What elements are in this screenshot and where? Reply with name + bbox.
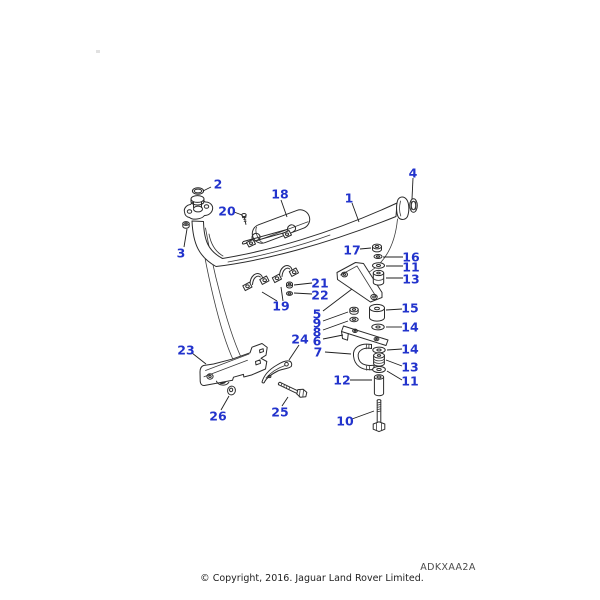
leader-line-22: [293, 292, 313, 295]
washer-part14-upper: [371, 323, 385, 331]
screw-part20: [241, 213, 247, 225]
callout-1-3[interactable]: 1: [345, 191, 354, 206]
rubber-mount-part15: [369, 303, 385, 322]
callout-25-28[interactable]: 25: [271, 405, 288, 420]
callout-22-11[interactable]: 22: [311, 288, 328, 303]
callout-14-19[interactable]: 14: [401, 320, 419, 335]
callout-3-5[interactable]: 3: [177, 246, 186, 261]
leader-line-26: [220, 395, 230, 411]
callout-5-13[interactable]: 5: [313, 307, 322, 322]
callout-21-10[interactable]: 21: [311, 276, 328, 291]
leader-line-19: [280, 286, 284, 302]
callout-13-9[interactable]: 13: [402, 272, 419, 287]
flange-nut-part3: [182, 221, 190, 229]
leader-line-2: [202, 186, 212, 192]
leader-line-8: [322, 320, 349, 331]
olive-seal: [190, 195, 205, 206]
leader-line-25: [281, 396, 289, 407]
pipe-clamps-part19: [242, 265, 299, 292]
washer-part8: [349, 316, 359, 323]
leader-line-13: [385, 359, 403, 367]
washer-part11-lower: [372, 366, 386, 373]
leader-line-19: [261, 291, 278, 302]
washer-part11-upper: [372, 262, 385, 269]
nut-part17: [372, 243, 382, 253]
callout-2-0[interactable]: 2: [214, 177, 223, 192]
leader-line-20: [233, 211, 243, 216]
leader-line-6: [322, 334, 344, 340]
callout-14-20[interactable]: 14: [401, 342, 419, 357]
washer-part14-lower: [372, 346, 386, 354]
callout-11-8[interactable]: 11: [402, 260, 419, 275]
spacer-part12: [373, 374, 385, 397]
leader-line-18: [280, 199, 288, 218]
nut-part21: [286, 281, 293, 289]
callout-17-6[interactable]: 17: [343, 243, 360, 258]
heat-shield-part18: [241, 209, 311, 248]
callout-23-25[interactable]: 23: [177, 343, 194, 358]
leader-line-9: [322, 311, 349, 322]
callout-16-7[interactable]: 16: [402, 250, 420, 265]
copyright-text: © Copyright, 2016. Jaguar Land Rover Lim…: [200, 573, 424, 584]
leader-line-7: [324, 351, 352, 355]
bolt-part25: [277, 381, 308, 398]
washer-part22: [286, 291, 293, 296]
leader-line-17: [359, 247, 372, 250]
callout-13-21[interactable]: 13: [401, 360, 418, 375]
leader-line-21: [293, 282, 313, 286]
leader-line-10: [351, 410, 375, 420]
washer-part16: [373, 254, 383, 259]
curved-clamp-part24: [261, 360, 293, 384]
nut-part9: [349, 306, 359, 315]
rear-flange-part4: [396, 196, 418, 220]
bush-part13-upper: [372, 269, 385, 286]
sealing-ring-part2: [191, 187, 205, 195]
callout-18-1[interactable]: 18: [271, 187, 288, 202]
leader-line-15: [385, 308, 403, 311]
leader-line-11: [386, 370, 403, 381]
bush-part13-lower: [373, 352, 385, 367]
leader-line-14: [386, 348, 403, 351]
mounting-bracket-part5: [336, 262, 383, 303]
callout-9-14[interactable]: 9: [313, 316, 322, 331]
leader-line-4: [411, 177, 414, 200]
callout-4-4[interactable]: 4: [409, 166, 418, 181]
callout-20-2[interactable]: 20: [218, 204, 236, 219]
leader-line-3: [183, 228, 188, 248]
shield-mounting-strip: [241, 224, 297, 248]
leader-line-24: [288, 344, 300, 361]
leader-line-5: [322, 288, 353, 312]
lower-shield-bracket-part23: [199, 343, 268, 387]
clamp-left: [242, 273, 270, 292]
callout-10-24[interactable]: 10: [336, 414, 354, 429]
u-bolt-part7: [352, 343, 375, 371]
callout-7-17[interactable]: 7: [314, 345, 323, 360]
callout-15-18[interactable]: 15: [401, 301, 418, 316]
callout-24-26[interactable]: 24: [291, 332, 309, 347]
figure-code: ADKXAA2A: [420, 562, 476, 573]
washer-part26: [227, 385, 236, 396]
callout-26-27[interactable]: 26: [209, 409, 227, 424]
clamp-right: [271, 265, 299, 284]
scan-artifact: [96, 50, 100, 53]
callout-12-23[interactable]: 12: [333, 373, 350, 388]
bolt-part10: [372, 399, 386, 433]
callout-8-15[interactable]: 8: [313, 325, 322, 340]
callout-6-16[interactable]: 6: [313, 334, 322, 349]
support-bracket-part6: [341, 325, 389, 346]
callout-11-22[interactable]: 11: [401, 374, 418, 389]
leader-line-23: [191, 352, 207, 365]
leader-line-1: [351, 202, 360, 223]
front-flange-assembly: [182, 187, 214, 229]
callout-19-12[interactable]: 19: [272, 299, 289, 314]
